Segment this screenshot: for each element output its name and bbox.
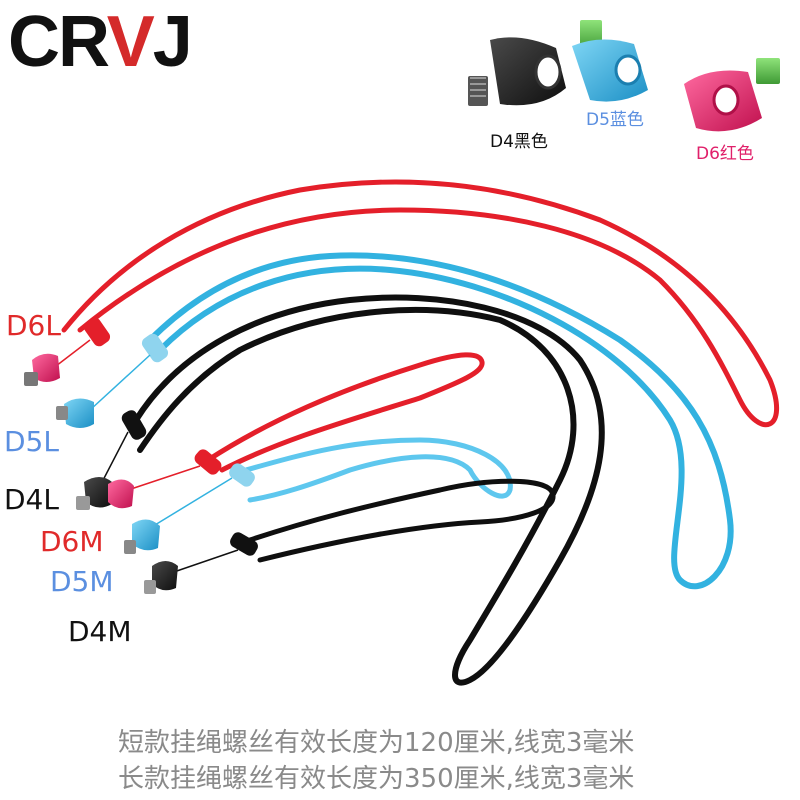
label-d6m: D6M <box>40 525 104 558</box>
long-blue-lanyard <box>147 252 734 590</box>
d5l-sleeve <box>141 333 169 363</box>
d6l-adapter <box>24 353 60 386</box>
d4-hole <box>534 54 562 90</box>
label-d6l: D6L <box>6 309 61 342</box>
d5m-sleeve <box>229 463 255 487</box>
d6m-cord <box>127 465 201 491</box>
label-d5-blue: D5蓝色 <box>586 110 644 130</box>
d5-hole <box>614 54 642 86</box>
d4l-sleeve <box>121 410 147 440</box>
short-blue-lanyard <box>243 437 513 503</box>
d6m-adapter <box>108 479 134 509</box>
caption-short: 短款挂绳螺丝有效长度为120厘米,线宽3毫米 <box>118 728 635 758</box>
brand-suffix: J <box>152 2 193 82</box>
label-d4m: D4M <box>68 615 132 648</box>
label-d6-red: D6红色 <box>696 144 754 164</box>
d5-blue-adapter <box>572 20 648 102</box>
d4m-cord <box>167 549 239 575</box>
long-black-lanyard <box>133 294 605 686</box>
label-d4l: D4L <box>4 483 59 516</box>
d4-black-adapter <box>468 37 566 106</box>
d6-thread <box>756 58 780 84</box>
d6m-sleeve <box>194 449 222 475</box>
d6-hole <box>712 84 740 116</box>
d4m-adapter <box>144 561 178 594</box>
d5m-adapter <box>124 519 160 554</box>
d6l-cord <box>55 339 91 367</box>
d4-thread-lines <box>470 77 486 97</box>
d4l-adapter <box>76 477 112 510</box>
label-d4-black: D4黑色 <box>490 132 548 152</box>
label-d5l: D5L <box>4 425 59 458</box>
caption-long: 长款挂绳螺丝有效长度为350厘米,线宽3毫米 <box>118 764 635 794</box>
d5l-cord <box>89 354 151 411</box>
d5l-adapter <box>56 398 94 428</box>
brand-accent: V <box>106 2 155 82</box>
label-d5m: D5M <box>50 565 114 598</box>
brand-logo: CRVJ <box>8 6 193 78</box>
d6l-sleeve <box>83 317 111 347</box>
d6-red-adapter <box>684 58 780 132</box>
d5m-cord <box>149 477 233 529</box>
long-red-lanyard <box>61 179 780 428</box>
d4m-sleeve <box>230 532 258 556</box>
short-red-lanyard <box>205 352 485 473</box>
d4l-cord <box>99 431 129 487</box>
short-black-lanyard <box>247 478 556 563</box>
brand-prefix: CR <box>8 2 109 82</box>
